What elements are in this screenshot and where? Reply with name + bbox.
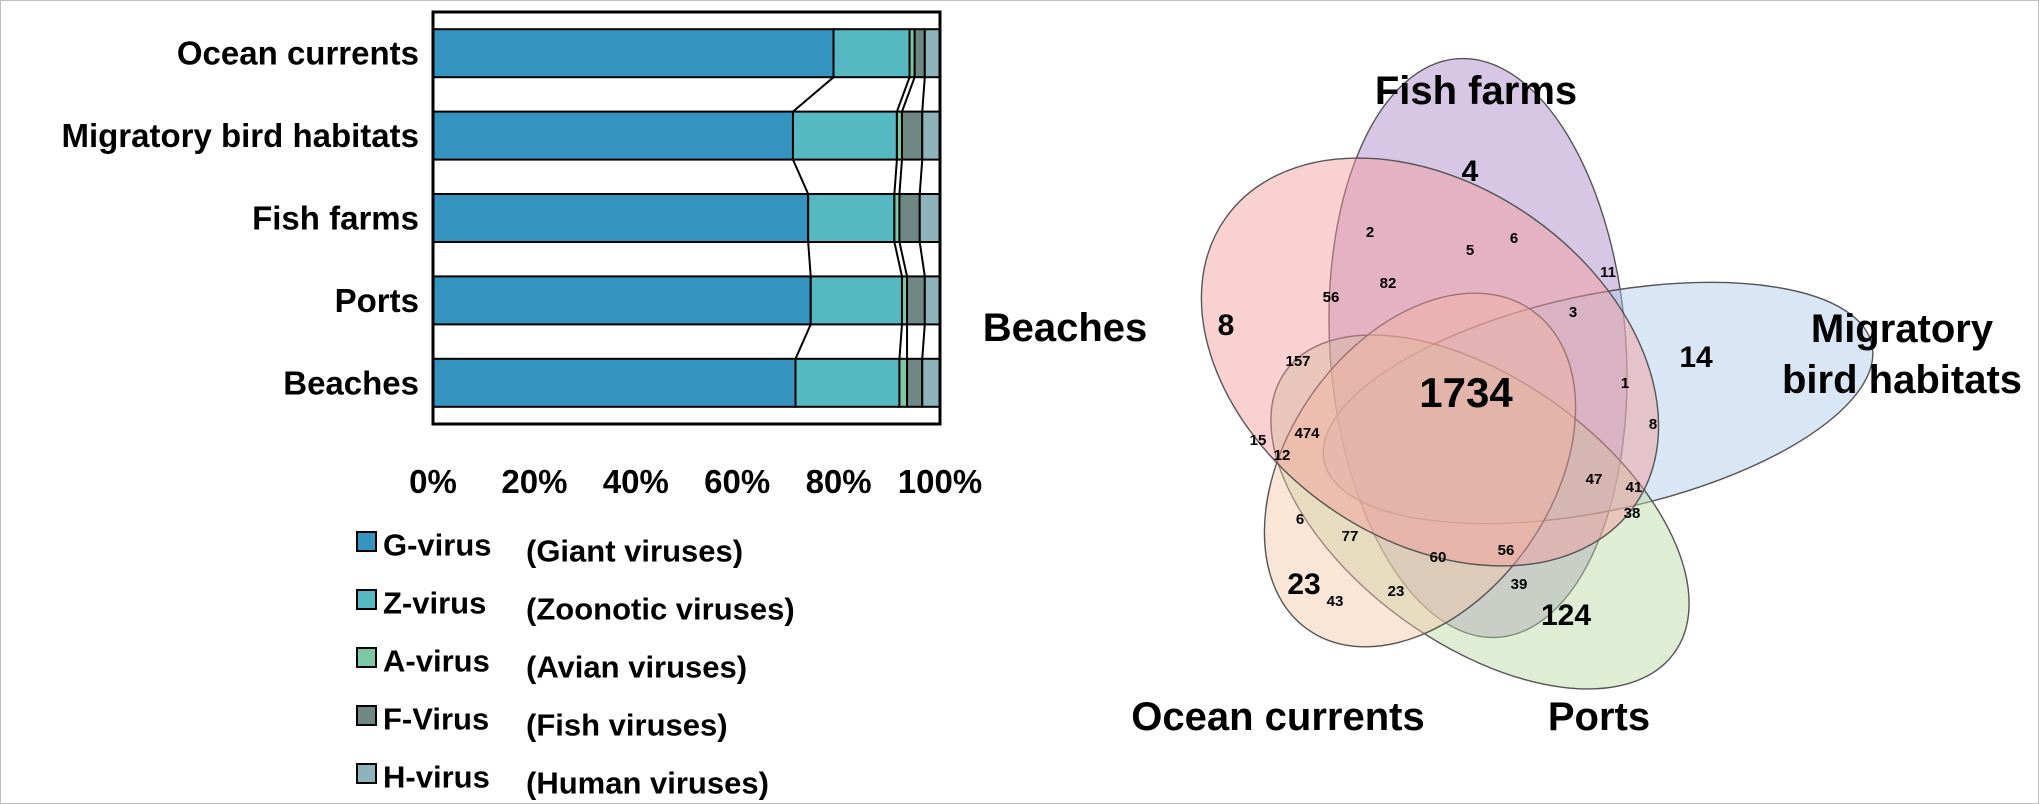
- series-connector-line: [792, 76, 835, 113]
- series-connector-line: [898, 324, 903, 359]
- bar-beaches-z-virus: [794, 357, 901, 408]
- venn-region-count: 41: [1626, 479, 1643, 496]
- venn-region-count: 82: [1380, 275, 1397, 292]
- venn-unique-count: 4: [1462, 155, 1479, 188]
- x-tick-label: 20%: [501, 463, 567, 500]
- venn-center-count: 1734: [1419, 369, 1513, 416]
- venn-unique-count: 14: [1679, 341, 1713, 374]
- x-tick-label: 100%: [898, 463, 982, 500]
- legend-description: (Fish viruses): [526, 708, 728, 743]
- legend-description: (Avian viruses): [526, 650, 747, 685]
- venn-set-label: Migratory: [1811, 307, 1994, 351]
- x-tick-label: 40%: [603, 463, 669, 500]
- series-connector-line: [792, 159, 810, 195]
- legend-swatch: [356, 531, 377, 552]
- series-connector-line: [895, 76, 911, 112]
- series-connector-line: [918, 159, 924, 195]
- venn-unique-count: 124: [1541, 599, 1591, 632]
- venn-region-count: 2: [1366, 224, 1374, 241]
- series-connector-line: [918, 241, 926, 277]
- series-connector-line: [893, 159, 898, 195]
- venn-region-count: 77: [1342, 528, 1359, 545]
- series-connector-line: [901, 76, 916, 112]
- legend-label: H-virus: [383, 760, 490, 795]
- legend-swatch: [356, 647, 377, 668]
- series-connector-line: [921, 77, 926, 112]
- venn-set-ocean-currents: [1263, 292, 1577, 648]
- venn-region-count: 6: [1510, 230, 1518, 247]
- legend-label: G-virus: [383, 528, 492, 563]
- category-label: Beaches: [283, 364, 419, 401]
- x-tick-label: 80%: [806, 463, 872, 500]
- venn-region-count: 38: [1624, 505, 1641, 522]
- legend-label: Z-virus: [383, 586, 486, 621]
- venn-region-count: 1: [1621, 375, 1629, 392]
- venn-region-count: 60: [1430, 549, 1447, 566]
- category-label: Fish farms: [252, 200, 419, 237]
- venn-region-count: 23: [1388, 583, 1405, 600]
- venn-unique-count: 23: [1287, 568, 1320, 601]
- bar-migratory-bird-habitats-g-virus: [432, 110, 794, 161]
- series-connector-line: [898, 241, 909, 277]
- x-tick-label: 60%: [704, 463, 770, 500]
- plot-border: [431, 10, 942, 426]
- venn-set-migratory-bird-habitats: [1322, 281, 1874, 525]
- venn-region-count: 11: [1600, 264, 1616, 281]
- venn-set-ports: [1270, 334, 1690, 690]
- series-connector-line: [807, 241, 812, 277]
- venn-set-label: Beaches: [983, 306, 1148, 350]
- venn-set-beaches: [1200, 157, 1660, 567]
- venn-unique-count: 8: [1218, 309, 1235, 342]
- legend-label: F-Virus: [383, 702, 489, 737]
- venn-region-count: 6: [1296, 511, 1304, 528]
- venn-set-label: Ocean currents: [1131, 695, 1424, 739]
- legend-swatch: [356, 589, 377, 610]
- category-label: Migratory bird habitats: [61, 117, 419, 154]
- venn-region-count: 5: [1466, 242, 1474, 259]
- venn-region-count: 15: [1250, 432, 1267, 449]
- venn-set-label: Fish farms: [1375, 69, 1577, 113]
- series-connector-line: [893, 241, 903, 277]
- legend-swatch: [356, 705, 377, 726]
- venn-region-count: 474: [1294, 425, 1320, 442]
- venn-set-label: bird habitats: [1782, 358, 2022, 402]
- venn-region-count: 47: [1586, 471, 1603, 488]
- bar-ocean-currents-g-virus: [432, 28, 835, 79]
- series-connector-line: [898, 159, 903, 195]
- venn-region-count: 56: [1498, 542, 1515, 559]
- legend-description: (Zoonotic viruses): [526, 592, 795, 627]
- x-tick-label: 0%: [409, 463, 457, 500]
- venn-region-count: 3: [1569, 304, 1577, 321]
- legend-label: A-virus: [383, 644, 490, 679]
- legend-description: (Human viruses): [526, 766, 769, 801]
- venn-set-fish-farms: [1328, 57, 1628, 639]
- series-connector-line: [794, 323, 812, 360]
- venn-set-label: Ports: [1548, 695, 1650, 739]
- category-label: Ports: [335, 282, 419, 319]
- venn-region-count: 8: [1649, 416, 1657, 433]
- legend-description: (Giant viruses): [526, 534, 743, 569]
- legend-swatch: [356, 763, 377, 784]
- venn-region-count: 157: [1285, 353, 1310, 370]
- venn-region-count: 12: [1274, 447, 1291, 464]
- venn-region-count: 56: [1323, 289, 1340, 306]
- series-connector-line: [921, 324, 926, 359]
- category-label: Ocean currents: [177, 35, 419, 72]
- venn-region-count: 43: [1327, 593, 1344, 610]
- venn-region-count: 39: [1511, 576, 1528, 593]
- bar-ocean-currents-z-virus: [832, 28, 911, 79]
